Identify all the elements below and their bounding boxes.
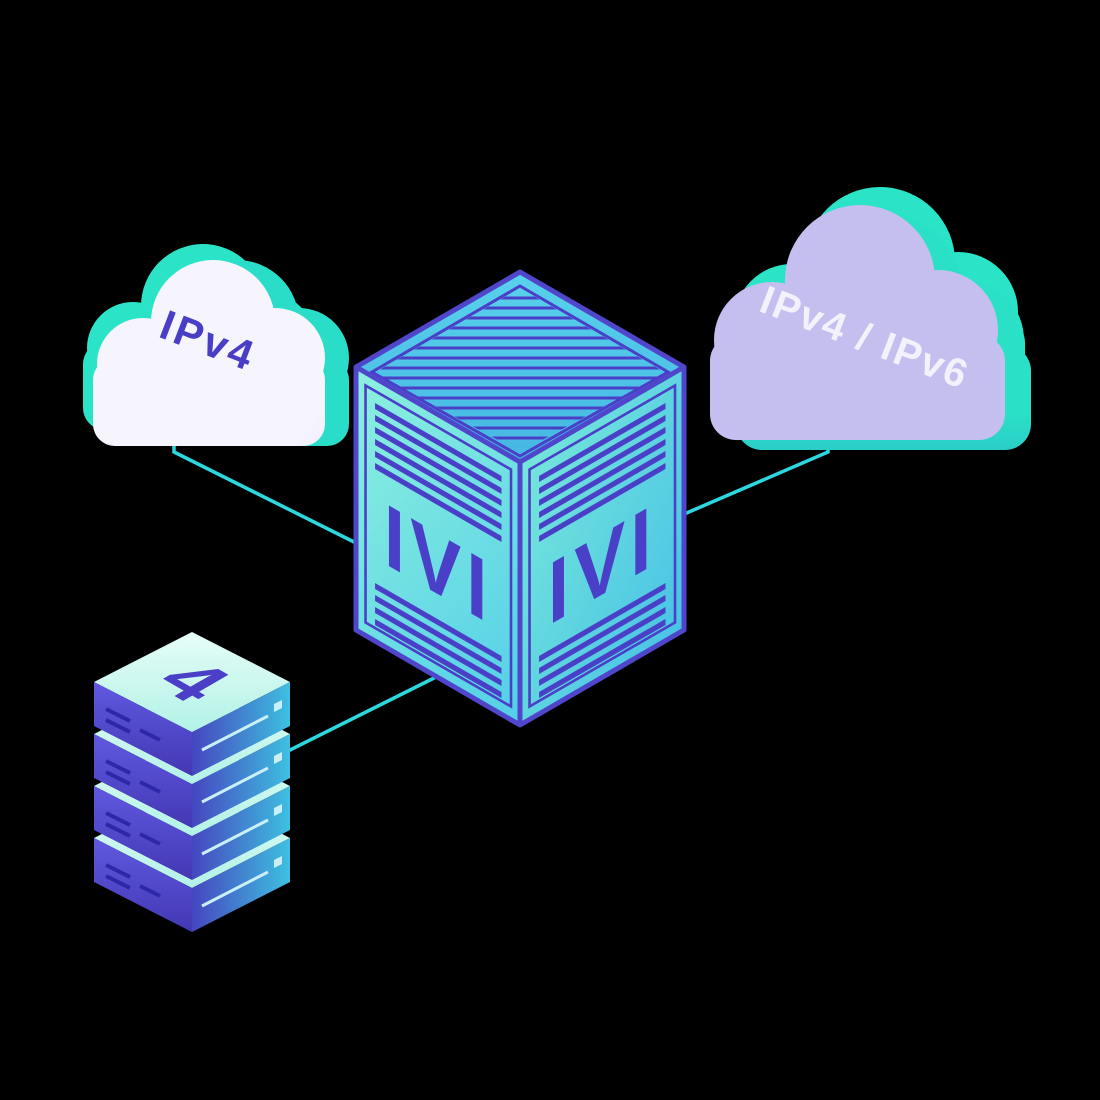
cube-left-face: IVI xyxy=(356,367,521,725)
server-led xyxy=(274,752,282,764)
server-slot xyxy=(201,714,269,752)
server-led xyxy=(274,804,282,816)
server-unit-top: 4 xyxy=(94,632,290,776)
cube-left-stripes xyxy=(375,403,502,698)
server-vents xyxy=(105,707,161,742)
ipv4-ipv6-cloud: IPv4 / IPv6 xyxy=(710,187,1031,450)
server-led xyxy=(274,856,282,868)
ipv4-server-stack: 4 xyxy=(94,632,290,932)
server-slot xyxy=(201,870,269,908)
cube-right-face: IVI xyxy=(520,367,685,725)
ipv4-cloud: IPv4 xyxy=(83,244,349,446)
cube-right-stripes xyxy=(539,403,666,698)
server-vents xyxy=(105,863,161,898)
server-vents xyxy=(105,759,161,794)
server-slot xyxy=(201,766,269,804)
server-vents xyxy=(105,811,161,846)
server-led xyxy=(274,700,282,712)
cube-edges xyxy=(353,269,687,728)
server-slot xyxy=(201,818,269,856)
ivi-translator-cube: IVI IVI xyxy=(353,269,687,728)
